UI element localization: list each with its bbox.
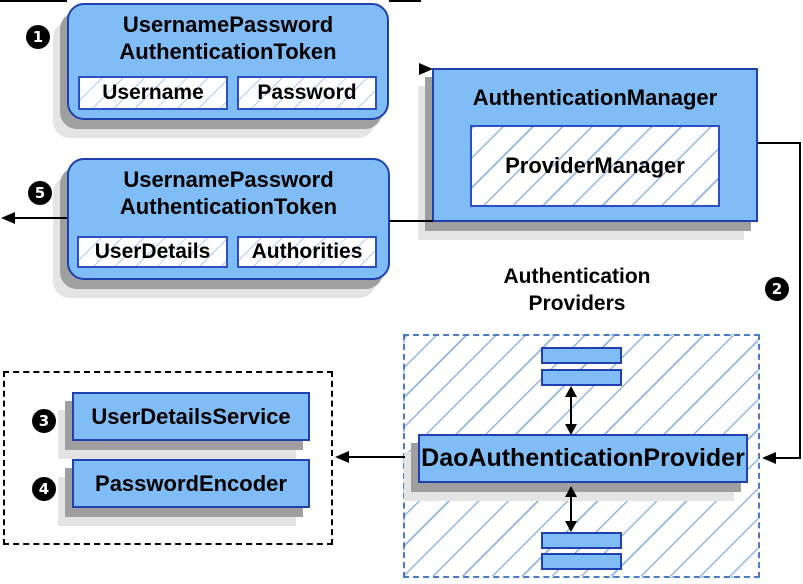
user-details-service-box: UserDetailsService bbox=[72, 392, 310, 441]
double-arrow-top-line bbox=[570, 395, 572, 425]
request-token-title: UsernamePassword AuthenticationToken bbox=[69, 5, 387, 65]
arrow-right-icon bbox=[419, 63, 433, 75]
user-details-service-label: UserDetailsService bbox=[91, 403, 291, 429]
arrow-down-icon bbox=[565, 424, 577, 435]
step-badge-2: 2 bbox=[765, 277, 789, 301]
connector-right-vertical-line bbox=[799, 142, 801, 459]
step-badge-3: 3 bbox=[32, 409, 56, 433]
arrow-up-icon bbox=[565, 486, 577, 497]
double-arrow-bottom-line bbox=[570, 495, 572, 523]
userdetails-field-label: UserDetails bbox=[94, 240, 211, 263]
providers-group-title-line2: Providers bbox=[528, 292, 626, 315]
connector-token-to-manager-line bbox=[389, 0, 421, 2]
provider-manager-label: ProviderManager bbox=[505, 153, 685, 178]
username-field-label: Username bbox=[102, 81, 204, 104]
arrow-left-icon bbox=[335, 451, 349, 463]
arrow-left-icon bbox=[1, 212, 15, 224]
password-encoder-box: PasswordEncoder bbox=[72, 459, 310, 508]
step-badge-1: 1 bbox=[26, 25, 50, 49]
request-token-title-line1: UsernamePassword bbox=[122, 12, 334, 37]
step-badge-3-label: 3 bbox=[38, 412, 50, 430]
provider-item-bar bbox=[541, 532, 622, 549]
arrow-down-icon bbox=[565, 521, 577, 532]
connector-manager-right-line bbox=[758, 142, 801, 144]
step-badge-2-label: 2 bbox=[771, 280, 783, 298]
provider-item-bar bbox=[541, 553, 622, 570]
providers-group-title-line1: Authentication bbox=[503, 265, 651, 288]
provider-item-bar bbox=[541, 347, 622, 364]
request-token-field-password: Password bbox=[237, 76, 377, 110]
password-field-label: Password bbox=[257, 81, 357, 104]
connector-to-provider-line bbox=[776, 457, 801, 459]
response-token-field-authorities: Authorities bbox=[237, 236, 377, 268]
arrow-up-icon bbox=[565, 386, 577, 397]
arrow-left-icon bbox=[762, 452, 776, 464]
connector-step1-line bbox=[0, 0, 67, 2]
connector-manager-to-token-line bbox=[390, 220, 433, 222]
step-badge-1-label: 1 bbox=[32, 28, 44, 46]
provider-manager-box: ProviderManager bbox=[470, 125, 720, 207]
response-token-box: UsernamePassword AuthenticationToken Use… bbox=[67, 158, 390, 280]
step-badge-4: 4 bbox=[32, 477, 56, 501]
connector-provider-to-services-line bbox=[348, 456, 405, 458]
request-token-field-username: Username bbox=[78, 76, 228, 110]
connector-step5-line bbox=[13, 217, 67, 219]
providers-group-title: Authentication Providers bbox=[468, 263, 686, 317]
authentication-manager-box: AuthenticationManager ProviderManager bbox=[432, 68, 758, 222]
services-group-box bbox=[3, 371, 333, 545]
provider-item-bar bbox=[541, 369, 622, 386]
step-badge-5-label: 5 bbox=[34, 184, 46, 202]
authentication-manager-title: AuthenticationManager bbox=[472, 85, 718, 110]
authorities-field-label: Authorities bbox=[251, 240, 363, 263]
request-token-box: UsernamePassword AuthenticationToken Use… bbox=[67, 3, 389, 120]
response-token-title-line1: UsernamePassword bbox=[123, 167, 334, 192]
response-token-field-userdetails: UserDetails bbox=[77, 236, 228, 268]
step-badge-5: 5 bbox=[28, 181, 52, 205]
response-token-title-line2: AuthenticationToken bbox=[119, 194, 338, 219]
dao-authentication-provider-box: DaoAuthenticationProvider bbox=[418, 434, 748, 483]
request-token-title-line2: AuthenticationToken bbox=[119, 39, 337, 64]
dao-authentication-provider-label: DaoAuthenticationProvider bbox=[421, 444, 745, 472]
response-token-title: UsernamePassword AuthenticationToken bbox=[69, 160, 388, 220]
step-badge-4-label: 4 bbox=[38, 480, 50, 498]
password-encoder-label: PasswordEncoder bbox=[95, 470, 287, 496]
